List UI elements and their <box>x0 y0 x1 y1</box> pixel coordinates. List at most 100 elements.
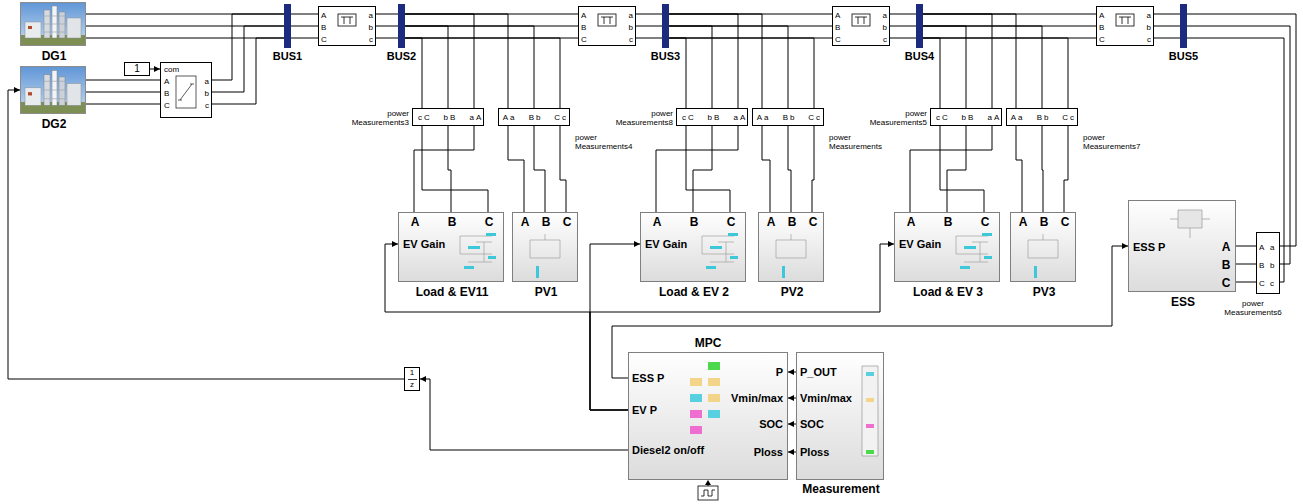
connector-group <box>8 14 1296 452</box>
port-label: EV Gain <box>899 238 941 250</box>
port-label: c <box>1070 113 1074 122</box>
port-label: c <box>936 113 940 122</box>
power-wire <box>910 126 992 212</box>
text-slot: C <box>424 113 431 122</box>
text-slot: C <box>483 215 495 229</box>
text-slot: Ploss <box>713 446 783 459</box>
text-slot: a <box>731 113 738 122</box>
block-label: power Measurements <box>829 133 882 151</box>
text-slot: a <box>365 11 373 20</box>
text-slot: A <box>765 215 777 229</box>
text-slot: MPC <box>629 336 787 350</box>
port-label: b <box>790 113 794 122</box>
load-ev-subsystem: Load & EV11EV GainABC <box>398 212 504 282</box>
load-subsystem-picture <box>398 212 1000 282</box>
block-label: power Measurements8 <box>616 109 673 127</box>
port-label: Diesel2 on/off <box>632 444 704 456</box>
bus-bar: BUS1 <box>284 4 291 48</box>
power-measurement-block: power Measurements3cCbBaA <box>412 108 484 126</box>
port-label: EV Gain <box>403 238 445 250</box>
port-label: C <box>942 113 948 122</box>
block-label: BUS3 <box>651 50 680 62</box>
text-slot: a <box>764 113 771 122</box>
text-slot: BUS2 <box>382 50 421 63</box>
text-slot: P <box>713 366 783 379</box>
text-slot: Vmin/max <box>713 392 783 405</box>
text-slot: a <box>201 77 209 86</box>
port-label: ESS P <box>632 372 664 384</box>
port-label: C <box>563 215 572 229</box>
pv-subsystem-picture <box>512 212 578 282</box>
block-label: Measurement <box>802 482 879 496</box>
mpc-subsystem-picture <box>690 378 702 386</box>
power-measurement-block: power Measurements8cCbBaA <box>676 108 748 126</box>
power-wire <box>1236 246 1256 282</box>
port-label: B <box>968 113 973 122</box>
text-slot: b <box>705 113 712 122</box>
port-label: C <box>424 113 430 122</box>
text-slot: P_OUT <box>800 366 860 379</box>
port-label: B <box>1259 261 1264 270</box>
pulse-generator-symbol <box>705 480 711 485</box>
power-wire <box>376 14 398 38</box>
text-slot: C <box>164 101 172 110</box>
text-slot: a <box>1270 243 1278 252</box>
power-wire <box>923 14 1068 108</box>
port-label: B <box>581 23 586 32</box>
port-label: 1 <box>134 63 140 74</box>
text-slot: B <box>540 215 552 229</box>
power-measurement-block: power MeasurementsAaBbCc <box>752 108 824 126</box>
text-slot: A <box>1259 243 1267 252</box>
block-label: power Measurements4 <box>575 133 632 151</box>
text-slot: C <box>725 215 737 229</box>
three-phase-breaker: comABCabc <box>160 62 212 118</box>
pulse-generator-symbol <box>698 486 718 500</box>
ess-subsystem: ESSESS PABC <box>1128 200 1236 292</box>
text-slot: c <box>415 113 422 122</box>
port-label: a <box>734 113 738 122</box>
port-label: c <box>883 35 887 44</box>
text-slot: BUS3 <box>646 50 685 63</box>
text-slot: c <box>1070 113 1077 122</box>
pi-section-symbol <box>338 14 1134 26</box>
block-label: PV2 <box>781 285 804 299</box>
block-label: BUS4 <box>905 50 934 62</box>
port-label: A <box>503 113 508 122</box>
signal-arrow <box>150 69 160 70</box>
text-slot: power Measurements4 <box>575 133 637 151</box>
port-label: a <box>883 11 887 20</box>
port-label: B <box>1037 113 1042 122</box>
port-label: C <box>554 113 560 122</box>
measurement-subsystem-picture <box>796 352 884 480</box>
text-slot: BUS1 <box>268 50 307 63</box>
port-label: c <box>1147 35 1151 44</box>
port-label: B <box>448 215 457 229</box>
power-wire <box>508 126 566 212</box>
text-slot: B <box>1259 261 1267 270</box>
port-label: C <box>809 215 818 229</box>
text-slot: A <box>476 113 483 122</box>
text-slot: a <box>1018 113 1025 122</box>
port-label: b <box>1044 113 1048 122</box>
port-label: A <box>835 11 840 20</box>
text-slot: B <box>450 113 457 122</box>
text-slot: Measurement <box>787 482 895 496</box>
block-label: ESS <box>1171 295 1195 309</box>
port-label: c <box>205 101 209 110</box>
text-slot: c <box>562 113 569 122</box>
port-label: B <box>450 113 455 122</box>
power-wire <box>291 14 318 38</box>
port-label: C <box>1061 215 1070 229</box>
port-label: com <box>164 65 179 74</box>
port-label: Ploss <box>800 446 829 458</box>
port-label: 1 <box>410 368 414 377</box>
text-slot: b <box>959 113 966 122</box>
text-slot: A <box>755 113 762 122</box>
block-label: BUS5 <box>1169 50 1198 62</box>
port-label: A <box>321 11 326 20</box>
port-label: B <box>783 113 788 122</box>
block-label: PV3 <box>1033 285 1056 299</box>
port-label: A <box>653 215 662 229</box>
text-slot: PV2 <box>753 285 831 299</box>
text-slot: C <box>581 35 589 44</box>
